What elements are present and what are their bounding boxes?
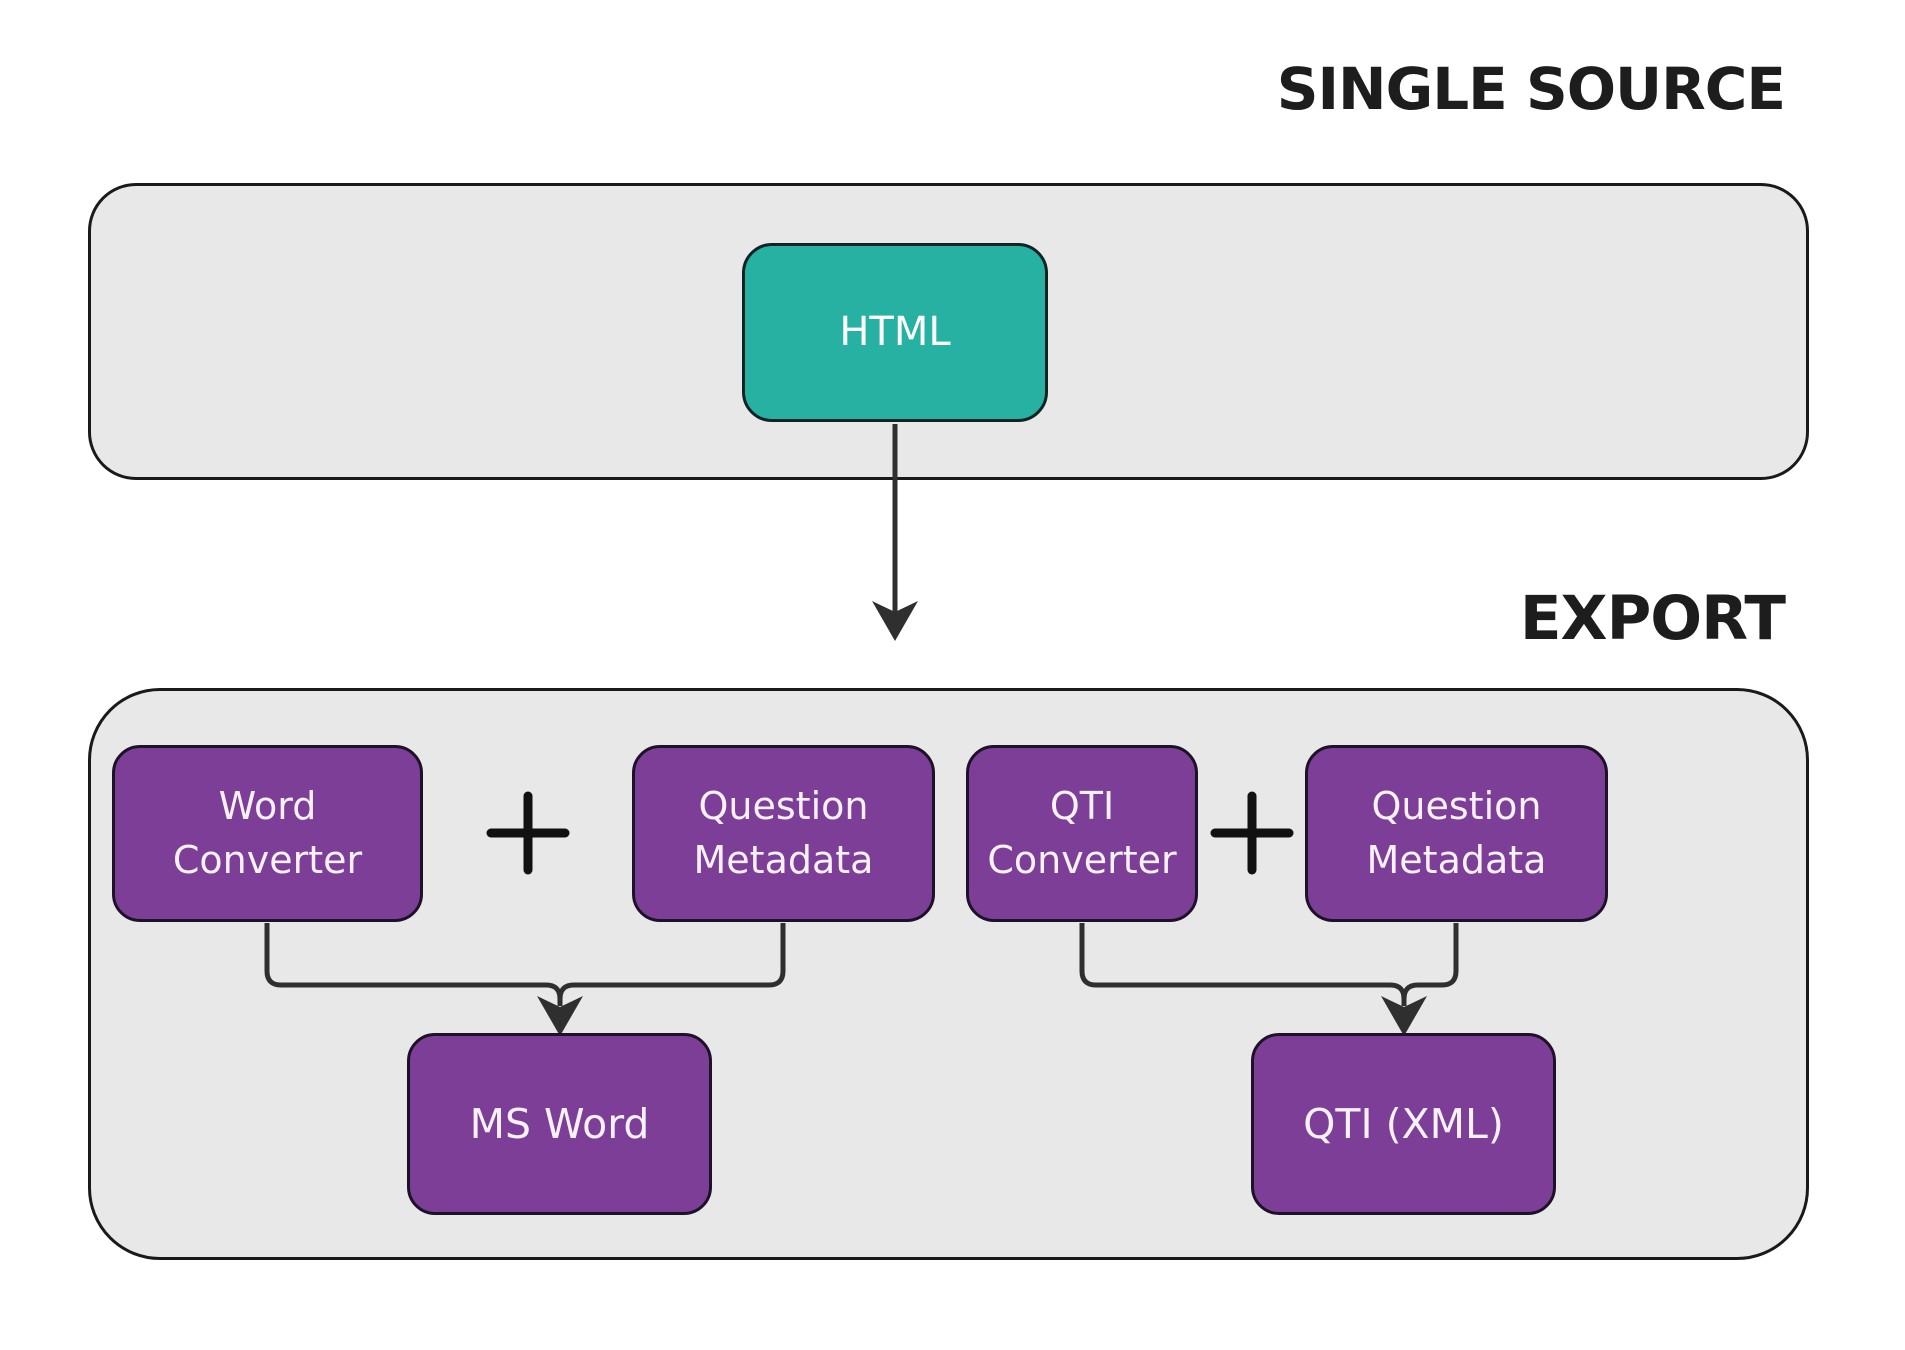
node-ms-word-output: MS Word <box>407 1033 712 1215</box>
node-question-metadata-word: Question Metadata <box>632 745 935 922</box>
single-source-title: SINGLE SOURCE <box>1276 55 1786 123</box>
export-title: EXPORT <box>1519 583 1786 654</box>
node-word-converter: Word Converter <box>112 745 423 922</box>
node-qti-xml-output: QTI (XML) <box>1251 1033 1556 1215</box>
node-html: HTML <box>742 243 1048 422</box>
node-qti-converter: QTI Converter <box>966 745 1198 922</box>
node-question-metadata-qti: Question Metadata <box>1305 745 1608 922</box>
